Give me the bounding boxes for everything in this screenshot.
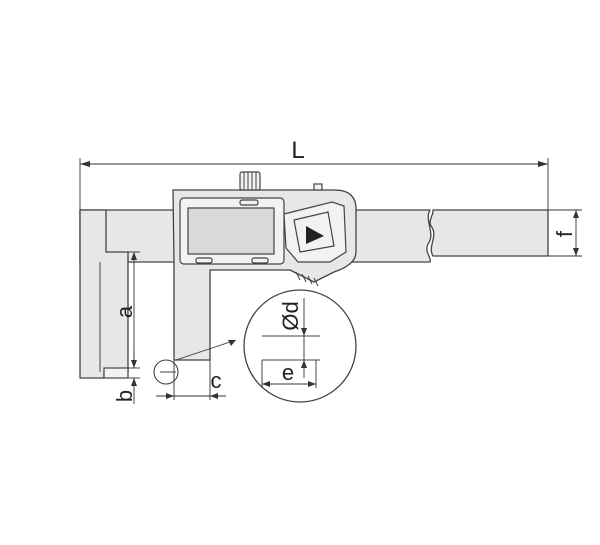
- play-triangle-icon: [306, 226, 324, 244]
- label-height-f: f: [552, 230, 577, 237]
- slider-body: [172, 171, 357, 361]
- detail-magnified: [243, 289, 357, 403]
- label-jaw-b: b: [112, 390, 137, 402]
- label-pin-e: e: [282, 360, 294, 385]
- dimension-length: [79, 158, 549, 210]
- bottom-slot-right: [251, 257, 269, 264]
- thumbwheel-icon: [239, 171, 261, 191]
- dimension-jaw-c: [156, 360, 226, 400]
- dimension-jaw-b: [128, 350, 140, 404]
- top-slot: [239, 199, 259, 206]
- label-pin-d: Ød: [278, 301, 303, 330]
- bottom-slot-left: [195, 257, 213, 264]
- label-jaw-a: a: [112, 305, 137, 318]
- detail-marker-small: [153, 339, 237, 385]
- label-length: L: [291, 137, 304, 164]
- label-jaw-c: c: [211, 368, 222, 393]
- fixed-jaw-pin: [103, 367, 129, 379]
- top-stub: [313, 183, 323, 191]
- lcd-display: [187, 207, 275, 255]
- fixed-jaw: [79, 209, 129, 379]
- dimension-height-f: [548, 209, 582, 257]
